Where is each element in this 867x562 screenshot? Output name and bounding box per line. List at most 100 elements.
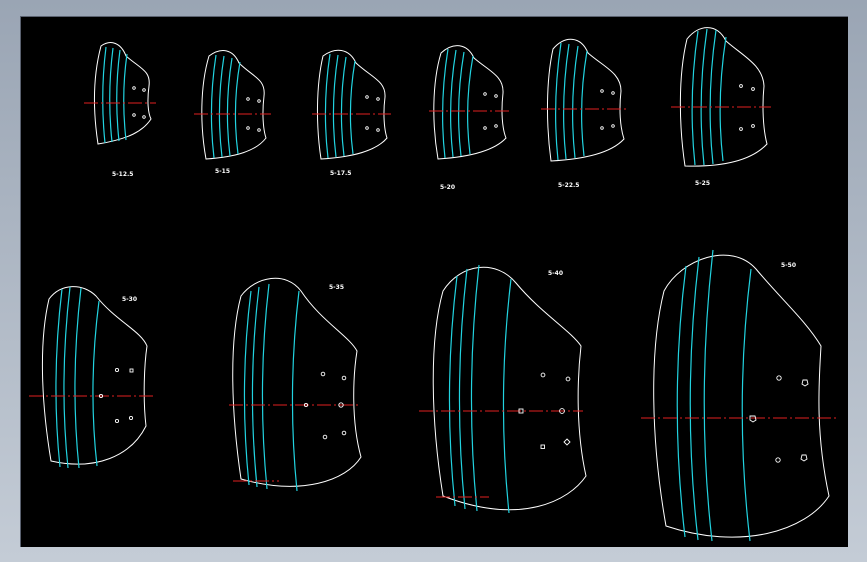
profile-10-arc-4 (741, 268, 752, 542)
profile-3-label: 5-17.5 (330, 170, 351, 177)
profile-8-hole (320, 371, 326, 377)
profile-9-arc-3 (470, 264, 480, 512)
profile-3: 5-17.5 (312, 49, 391, 177)
profile-4-arc-2 (450, 49, 457, 158)
profile-8: 5-35 (229, 277, 362, 492)
profile-10-hole (749, 415, 757, 423)
profile-9-hole (563, 438, 571, 446)
profile-2-arc-2 (218, 55, 225, 158)
profile-8-outline (232, 277, 362, 487)
profile-8-arc-1 (243, 290, 252, 486)
profile-2-label: 5-15 (215, 168, 230, 175)
profile-9: 5-40 (419, 264, 587, 514)
profile-4-hole (483, 126, 487, 130)
profile-7-outline (41, 286, 148, 465)
profile-8-label: 5-35 (329, 284, 344, 291)
profile-6-label: 5-25 (695, 180, 710, 187)
profile-1: 5-12.5 (84, 42, 156, 178)
profile-2-hole (246, 97, 250, 101)
profile-6-outline (679, 27, 768, 167)
profile-5-outline (546, 38, 625, 162)
profile-5-arc-2 (563, 43, 570, 160)
profile-4-outline (433, 45, 507, 160)
profile-5-hole (600, 126, 604, 130)
profile-4-arc-3 (458, 51, 465, 157)
profile-4-arc-1 (442, 48, 449, 159)
profile-6-hole (739, 84, 743, 88)
profile-10-hole (776, 375, 782, 381)
profile-3-arc-1 (324, 53, 331, 159)
profile-8-arc-3 (261, 283, 270, 490)
profile-10-arc-2 (689, 256, 700, 541)
profile-6-hole (751, 87, 755, 91)
profile-10-hole (775, 457, 781, 463)
profile-4-hole (494, 94, 498, 98)
cad-viewport[interactable]: 5-12.5 5-15 5-17.5 (20, 16, 848, 547)
profile-9-arc-1 (448, 275, 458, 507)
profile-1-arc-1 (102, 46, 107, 144)
profile-3-hole (376, 128, 380, 132)
profile-4-arc-4 (467, 55, 474, 155)
profile-5-label: 5-22.5 (558, 182, 579, 189)
profile-1-hole (142, 115, 146, 119)
profile-9-hole (540, 444, 545, 449)
profile-7-hole (98, 393, 104, 399)
profile-1-hole (142, 88, 146, 92)
profile-1-arc-4 (123, 53, 128, 141)
profile-4-label: 5-20 (440, 184, 455, 191)
profile-5: 5-22.5 (541, 38, 629, 189)
profile-4-hole (483, 92, 487, 96)
profile-7-label: 5-30 (122, 296, 137, 303)
profile-8-hole (341, 375, 347, 381)
profile-8-arc-2 (251, 286, 260, 488)
profile-1-hole (132, 113, 136, 117)
profile-10-hole (801, 379, 809, 387)
profile-6-arc-3 (709, 29, 717, 165)
profile-3-outline (316, 49, 388, 160)
profile-6-arc-2 (700, 28, 708, 166)
profile-7-arc-4 (92, 300, 100, 467)
profile-9-hole (540, 372, 546, 378)
profile-4-hole (494, 124, 498, 128)
profile-7-hole (128, 415, 134, 421)
profile-9-hole (518, 408, 524, 414)
profile-8-hole (303, 402, 309, 408)
profile-9-label: 5-40 (548, 270, 563, 277)
profile-4: 5-20 (429, 45, 509, 191)
profile-5-hole (600, 89, 604, 93)
profile-7-hole (129, 368, 134, 373)
profile-6-arc-1 (691, 30, 699, 166)
profile-5-hole (611, 124, 615, 128)
profile-6: 5-25 (671, 27, 771, 187)
profile-2-hole (257, 99, 261, 103)
profile-5-hole (611, 91, 615, 95)
profile-9-hole (559, 408, 565, 414)
profile-9-hole (565, 376, 571, 382)
profile-2-arc-1 (210, 54, 217, 159)
profile-7-hole (114, 418, 120, 424)
profile-9-arc-2 (458, 268, 468, 510)
profile-6-hole (739, 127, 743, 131)
profile-1-arc-3 (116, 49, 121, 142)
profile-6-hole (751, 124, 755, 128)
profile-2: 5-15 (194, 50, 271, 175)
profile-1-arc-2 (109, 47, 114, 143)
profile-2-outline (201, 50, 267, 160)
profile-3-hole (376, 97, 380, 101)
profile-3-hole (365, 126, 369, 130)
profile-10-label: 5-50 (781, 262, 796, 269)
profile-1-outline (94, 42, 152, 145)
profile-8-arc-4 (291, 290, 300, 492)
profile-10-arc-3 (703, 249, 714, 542)
profile-2-hole (246, 126, 250, 130)
profile-8-hole (338, 402, 344, 408)
profile-9-arc-4 (502, 278, 512, 514)
profile-10-arc-1 (676, 265, 687, 538)
profile-2-arc-3 (226, 57, 233, 157)
profile-8-hole (341, 430, 347, 436)
profile-3-arc-4 (349, 60, 356, 155)
profile-8-hole (322, 434, 328, 440)
profile-7-arc-2 (63, 286, 71, 469)
profile-1-hole (132, 86, 136, 90)
profile-1-label: 5-12.5 (112, 171, 133, 178)
